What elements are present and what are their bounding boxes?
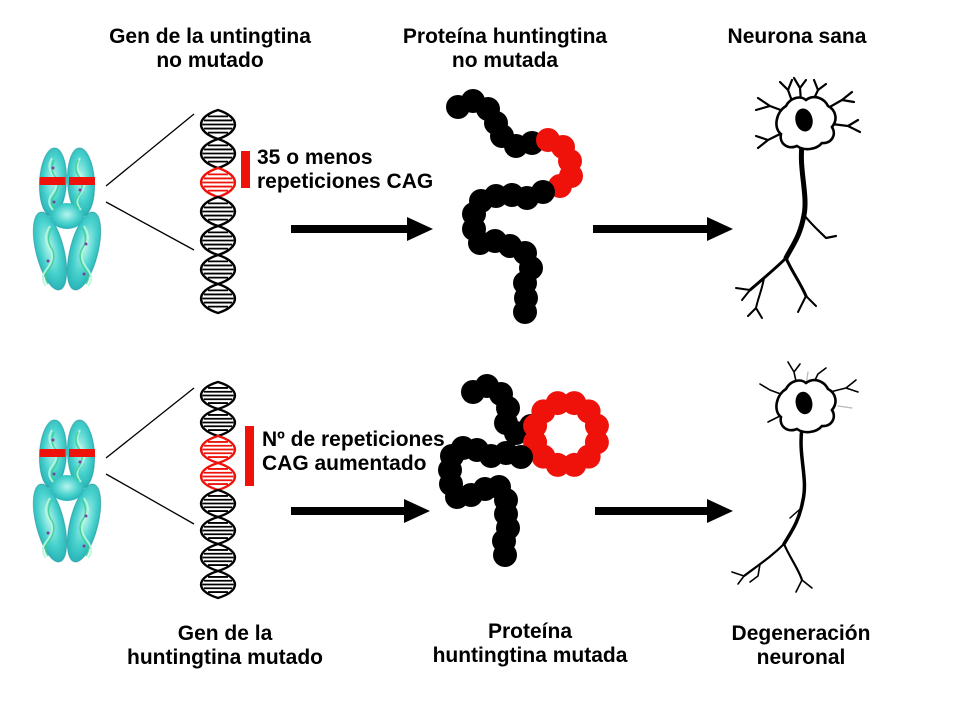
- zoom-lines-bottom: [105, 387, 195, 525]
- dna-helix-mutated: [199, 380, 237, 600]
- top-neuron-title: Neurona sana: [727, 25, 867, 48]
- top-protein-title: Proteína huntingtina no mutada: [402, 25, 608, 73]
- protein-bead-cag: [584, 413, 609, 438]
- cag-normal-label: 35 o menos repeticiones CAG: [257, 146, 434, 194]
- cag-marker-bar-normal: [241, 151, 250, 188]
- protein-bead: [493, 543, 517, 567]
- arrow-gene-to-protein-top: [291, 217, 433, 241]
- chromosome-mutated: [25, 418, 109, 567]
- chromosome-normal: [25, 146, 109, 295]
- zoom-lines-top: [105, 113, 195, 251]
- arrow-protein-to-neuron-bottom: [595, 499, 733, 523]
- cag-marker-bar-mutated: [245, 426, 254, 486]
- dna-helix-normal: [199, 108, 237, 315]
- arrow-protein-to-neuron-top: [593, 217, 733, 241]
- cag-mutated-label: Nº de repeticiones CAG aumentado: [262, 428, 445, 476]
- protein-bead-cag: [562, 452, 587, 477]
- protein-mutated-illustration: [438, 374, 609, 567]
- protein-normal-illustration: [446, 89, 583, 324]
- bottom-gene-title: Gen de la huntingtina mutado: [127, 622, 323, 670]
- bottom-protein-title: Proteína huntingtina mutada: [432, 620, 628, 668]
- degenerating-neuron-illustration: [731, 361, 859, 593]
- healthy-neuron-illustration: [735, 76, 862, 319]
- protein-bead: [513, 300, 537, 324]
- top-gene-title: Gen de la untingtina no mutado: [109, 25, 311, 73]
- bottom-neuron-title: Degeneración neuronal: [731, 622, 871, 670]
- arrow-gene-to-protein-bottom: [291, 499, 430, 523]
- protein-bead-cag: [545, 391, 570, 416]
